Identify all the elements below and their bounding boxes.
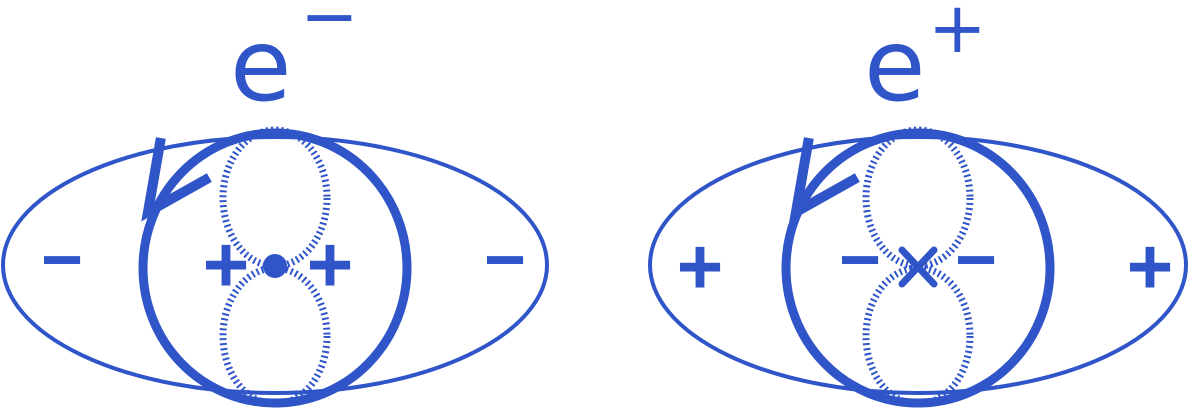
- positron-panel: e + + + − −: [650, 0, 1186, 404]
- positron-label-base: e: [864, 7, 926, 124]
- electron-inner-charge-right: +: [307, 220, 354, 309]
- positron-inner-charge-left: −: [839, 220, 881, 300]
- electron-panel: e − − − + +: [3, 0, 547, 404]
- electron-outer-charge-left: −: [41, 220, 83, 300]
- electron-center-dot-icon: [263, 254, 287, 278]
- positron-outer-charge-left: +: [677, 222, 724, 311]
- positron-inner-charge-right: −: [955, 220, 997, 300]
- positron-label-superscript: +: [928, 0, 987, 69]
- electron-label-superscript: −: [300, 0, 359, 57]
- electron-label-base: e: [230, 7, 292, 124]
- electron-outer-charge-right: −: [484, 220, 526, 300]
- electron-inner-charge-left: +: [203, 220, 250, 309]
- positron-outer-charge-right: +: [1127, 222, 1174, 311]
